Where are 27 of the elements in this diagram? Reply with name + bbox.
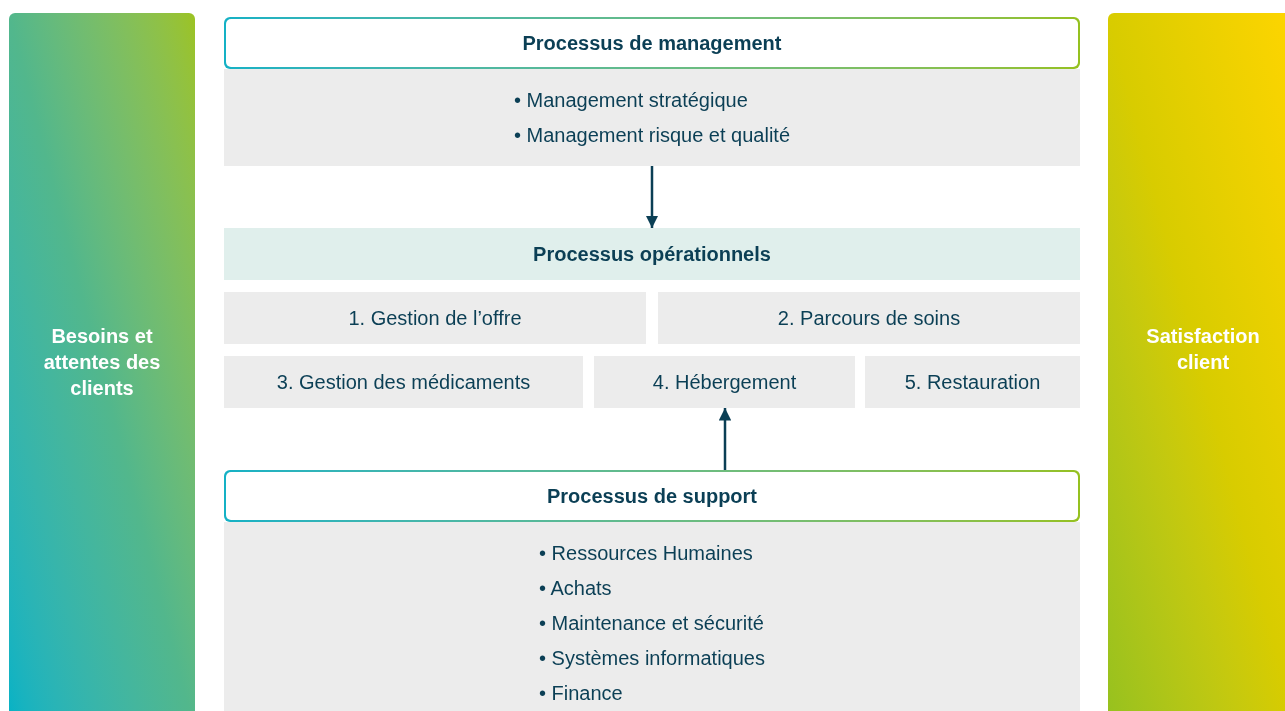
section-title: Processus opérationnels xyxy=(533,242,771,267)
header-title: Processus de management xyxy=(522,31,782,56)
process-label: 1. Gestion de l’offre xyxy=(348,306,522,331)
process-label: 3. Gestion des médicaments xyxy=(276,370,531,395)
list-panel xyxy=(224,69,1080,166)
list-panel xyxy=(224,522,1080,711)
process-label: 5. Restauration xyxy=(904,370,1041,395)
process-box xyxy=(594,356,855,408)
process-label: 2. Parcours de soins xyxy=(777,306,961,331)
header-box xyxy=(224,470,1080,522)
arrow xyxy=(645,166,659,228)
side-panel xyxy=(1108,13,1285,711)
list-item-text: • Finance xyxy=(539,681,624,706)
panel-title: Satisfaction client xyxy=(1145,324,1261,375)
list-item-text: • Management risque et qualité xyxy=(513,123,791,148)
section-band xyxy=(224,228,1080,280)
side-panel xyxy=(9,13,195,711)
arrow xyxy=(718,408,732,470)
panel-title: Besoins et attentes des clients xyxy=(42,324,162,401)
list-item-text: • Achats xyxy=(539,576,613,601)
list-item-text: • Systèmes informatiques xyxy=(539,646,765,671)
process-label: 4. Hébergement xyxy=(652,370,797,395)
header-title: Processus de support xyxy=(546,484,758,509)
list-item-text: • Maintenance et sécurité xyxy=(539,611,765,636)
header-box xyxy=(224,17,1080,69)
list-item-text: • Ressources Humaines xyxy=(539,541,754,566)
list-item-text: • Management stratégique xyxy=(513,88,749,113)
